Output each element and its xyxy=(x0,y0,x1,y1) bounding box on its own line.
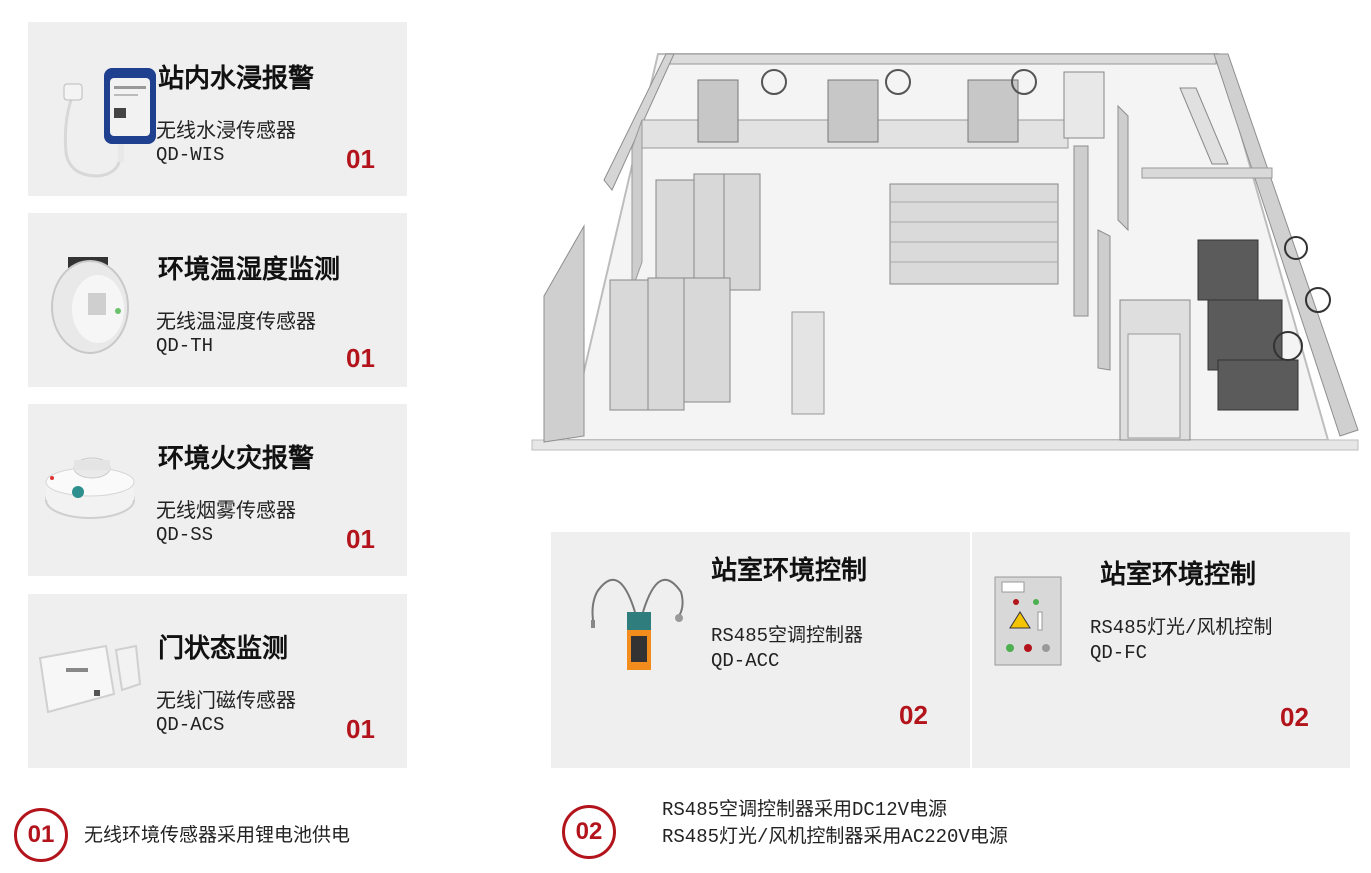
card-ac-controller: 站室环境控制 RS485空调控制器 QD-ACC 02 xyxy=(551,532,970,768)
model-code: QD-ACS xyxy=(156,714,225,736)
card-door: 门状态监测 无线门磁传感器 QD-ACS 01 xyxy=(28,594,407,768)
card-title: 环境火灾报警 xyxy=(158,444,315,474)
card-temp-humidity: 环境温湿度监测 无线温湿度传感器 QD-TH 01 xyxy=(28,213,407,387)
door-sensor-icon xyxy=(38,644,142,714)
card-number: 02 xyxy=(899,700,928,730)
sensor-name: RS485空调控制器 xyxy=(711,625,864,647)
card-title: 站室环境控制 xyxy=(711,556,868,586)
model-code: QD-TH xyxy=(156,335,214,357)
card-title: 环境温湿度监测 xyxy=(158,255,341,285)
fan-control-box-icon xyxy=(994,576,1062,666)
footnote-text-02-line1: RS485空调控制器采用DC12V电源 xyxy=(662,799,948,821)
card-water-leak: 站内水浸报警 无线水浸传感器 QD-WIS 01 xyxy=(28,22,407,196)
water-leak-sensor-icon xyxy=(63,68,156,178)
card-title: 站内水浸报警 xyxy=(158,64,315,94)
card-fan-controller: 站室环境控制 RS485灯光/风机控制 QD-FC 02 xyxy=(972,532,1350,768)
sensor-name: RS485灯光/风机控制 xyxy=(1090,617,1273,639)
sensor-name: 无线水浸传感器 xyxy=(156,118,296,142)
footnote-text-02-line2: RS485灯光/风机控制器采用AC220V电源 xyxy=(662,826,1008,848)
smoke-detector-icon xyxy=(45,457,135,519)
card-number: 02 xyxy=(1280,702,1309,732)
ac-controller-icon xyxy=(591,579,684,670)
card-number: 01 xyxy=(346,144,375,174)
card-number: 01 xyxy=(346,343,375,373)
footnote-badge-02: 02 xyxy=(562,805,616,859)
model-code: QD-FC xyxy=(1090,642,1148,664)
card-title: 门状态监测 xyxy=(158,634,289,664)
card-title: 站室环境控制 xyxy=(1100,560,1257,590)
model-code: QD-SS xyxy=(156,524,214,546)
station-room-illustration xyxy=(531,53,1359,451)
model-code: QD-WIS xyxy=(156,144,225,166)
card-number: 01 xyxy=(346,524,375,554)
footnote-badge-01: 01 xyxy=(14,808,68,862)
model-code: QD-ACC xyxy=(711,650,780,672)
sensor-name: 无线温湿度传感器 xyxy=(156,309,316,333)
card-number: 01 xyxy=(346,714,375,744)
temp-humidity-sensor-icon xyxy=(51,257,129,354)
footnote-text-01: 无线环境传感器采用锂电池供电 xyxy=(84,824,351,846)
sensor-name: 无线烟雾传感器 xyxy=(156,498,296,522)
sensor-name: 无线门磁传感器 xyxy=(156,688,296,712)
card-smoke: 环境火灾报警 无线烟雾传感器 QD-SS 01 xyxy=(28,404,407,576)
